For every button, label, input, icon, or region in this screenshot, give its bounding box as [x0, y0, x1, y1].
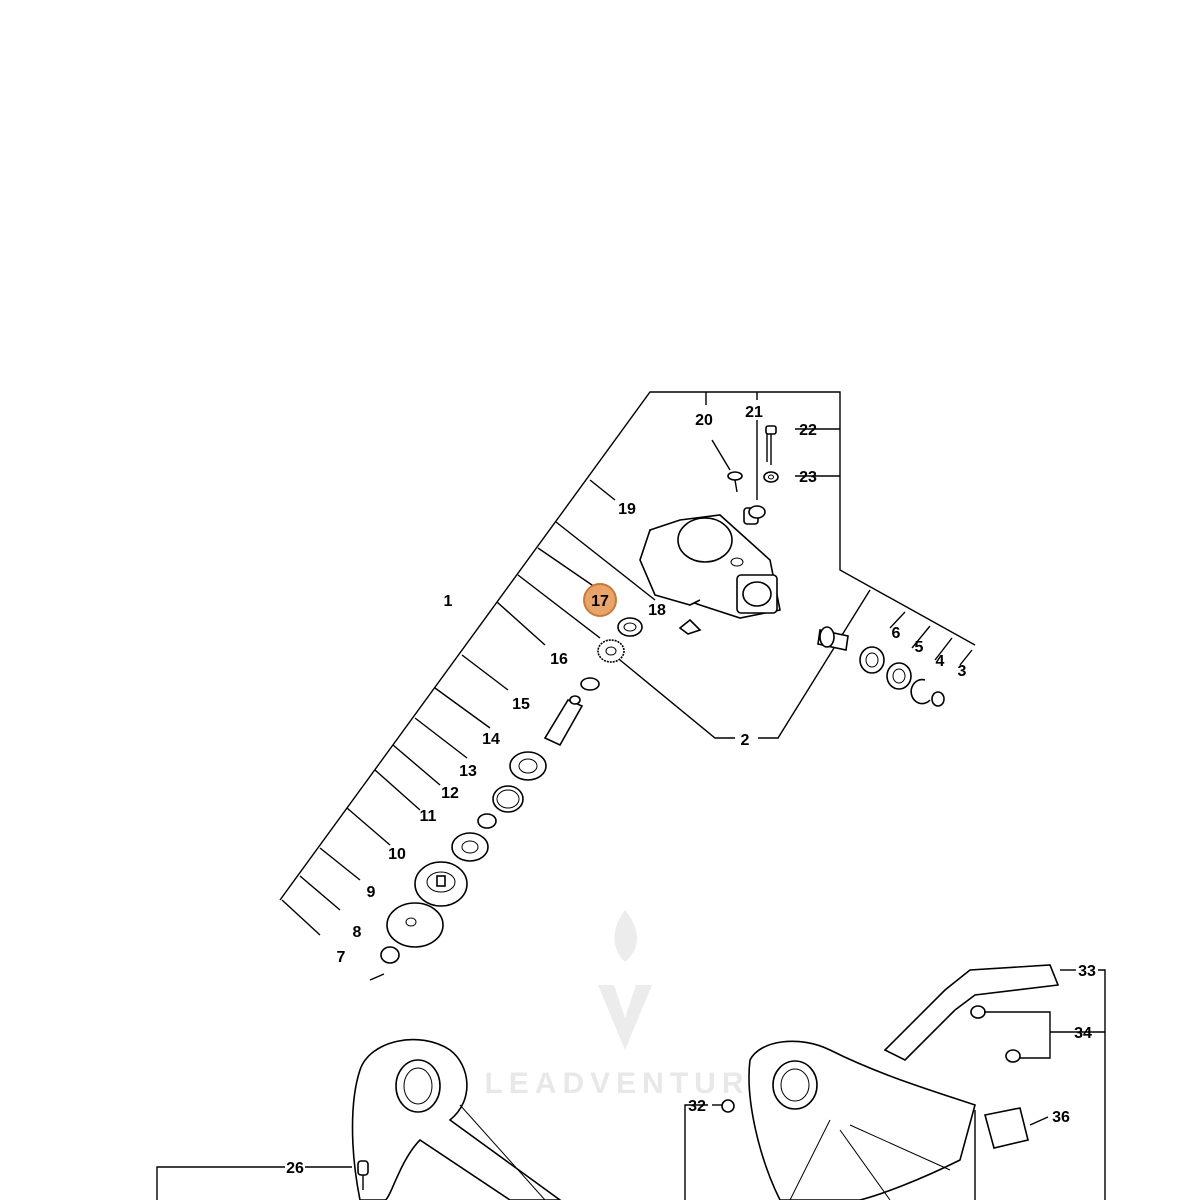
pin-7[interactable]	[369, 973, 385, 981]
disc-9[interactable]	[386, 902, 444, 948]
label-12[interactable]: 12	[441, 785, 459, 802]
label-36[interactable]	[984, 1107, 1029, 1149]
label-2[interactable]: 2	[741, 732, 750, 749]
washer-23[interactable]	[763, 471, 779, 483]
right-bracket-lines	[684, 969, 1106, 1200]
bearing-5[interactable]	[886, 662, 912, 690]
pinion-shaft[interactable]	[817, 626, 849, 651]
bearing-17[interactable]	[617, 617, 643, 637]
label-8[interactable]: 8	[353, 924, 362, 941]
nuts-34[interactable]	[970, 1005, 1021, 1063]
gearbox-housing[interactable]	[639, 514, 781, 619]
shaft-15[interactable]	[543, 695, 584, 747]
label-4[interactable]: 4	[936, 653, 945, 670]
bearing-14[interactable]	[509, 751, 547, 781]
label-19[interactable]: 19	[618, 501, 636, 518]
label-17[interactable]: 17	[591, 593, 609, 610]
lower-left-guard[interactable]	[351, 1038, 562, 1200]
label-33[interactable]: 33	[1078, 963, 1096, 980]
label-34[interactable]: 34	[1074, 1025, 1092, 1042]
pin-21[interactable]	[743, 420, 766, 525]
label-1[interactable]: 1	[444, 593, 453, 610]
bearing-11[interactable]	[451, 832, 489, 862]
label-11[interactable]: 11	[420, 808, 437, 825]
label-3[interactable]: 3	[958, 663, 967, 680]
deflector-guard[interactable]	[748, 1040, 976, 1200]
label-21[interactable]: 21	[745, 404, 763, 421]
bolt-20[interactable]	[711, 439, 743, 493]
label-36[interactable]: 36	[1052, 1109, 1070, 1126]
ring-12[interactable]	[477, 813, 497, 829]
highlight-marker-17[interactable]	[583, 583, 617, 617]
label-26[interactable]: 26	[286, 1160, 304, 1177]
screw-32[interactable]	[721, 1099, 735, 1113]
label-20[interactable]: 20	[695, 412, 713, 429]
bolt-26[interactable]	[357, 1160, 369, 1190]
label-13[interactable]: 13	[459, 763, 477, 780]
label-15[interactable]: 15	[512, 696, 530, 713]
nut-8[interactable]	[380, 946, 400, 964]
label-7[interactable]: 7	[337, 949, 346, 966]
bracket-26	[156, 1166, 285, 1200]
plug-18[interactable]	[678, 618, 702, 635]
part-labels: 1 2 3 4 5 6 7 8 9 10 11 12 13 14 15 16 1…	[286, 404, 1096, 1177]
watermark: LEADVENTURE	[484, 910, 775, 1100]
label-9[interactable]: 9	[367, 884, 376, 901]
label-22[interactable]: 22	[799, 422, 817, 439]
bevel-gear[interactable]	[597, 639, 625, 663]
bracket-33[interactable]	[883, 964, 1060, 1061]
ring-16[interactable]	[580, 677, 600, 691]
label-23[interactable]: 23	[799, 469, 817, 486]
label-32[interactable]: 32	[688, 1098, 706, 1115]
label-18[interactable]: 18	[648, 602, 666, 619]
label-10[interactable]: 10	[388, 846, 406, 863]
ring-3[interactable]	[931, 691, 945, 707]
circlip-4[interactable]	[910, 678, 931, 705]
label-5[interactable]: 5	[915, 639, 924, 656]
label-14[interactable]: 14	[482, 731, 500, 748]
bearing-6[interactable]	[859, 646, 885, 674]
ring-13[interactable]	[492, 785, 524, 813]
disc-10[interactable]	[414, 861, 468, 907]
label-6[interactable]: 6	[892, 625, 901, 642]
watermark-text: LEADVENTURE	[484, 1067, 775, 1100]
watermark-logo-icon	[598, 910, 652, 1050]
label-16[interactable]: 16	[550, 651, 568, 668]
screw-22[interactable]	[765, 425, 777, 465]
